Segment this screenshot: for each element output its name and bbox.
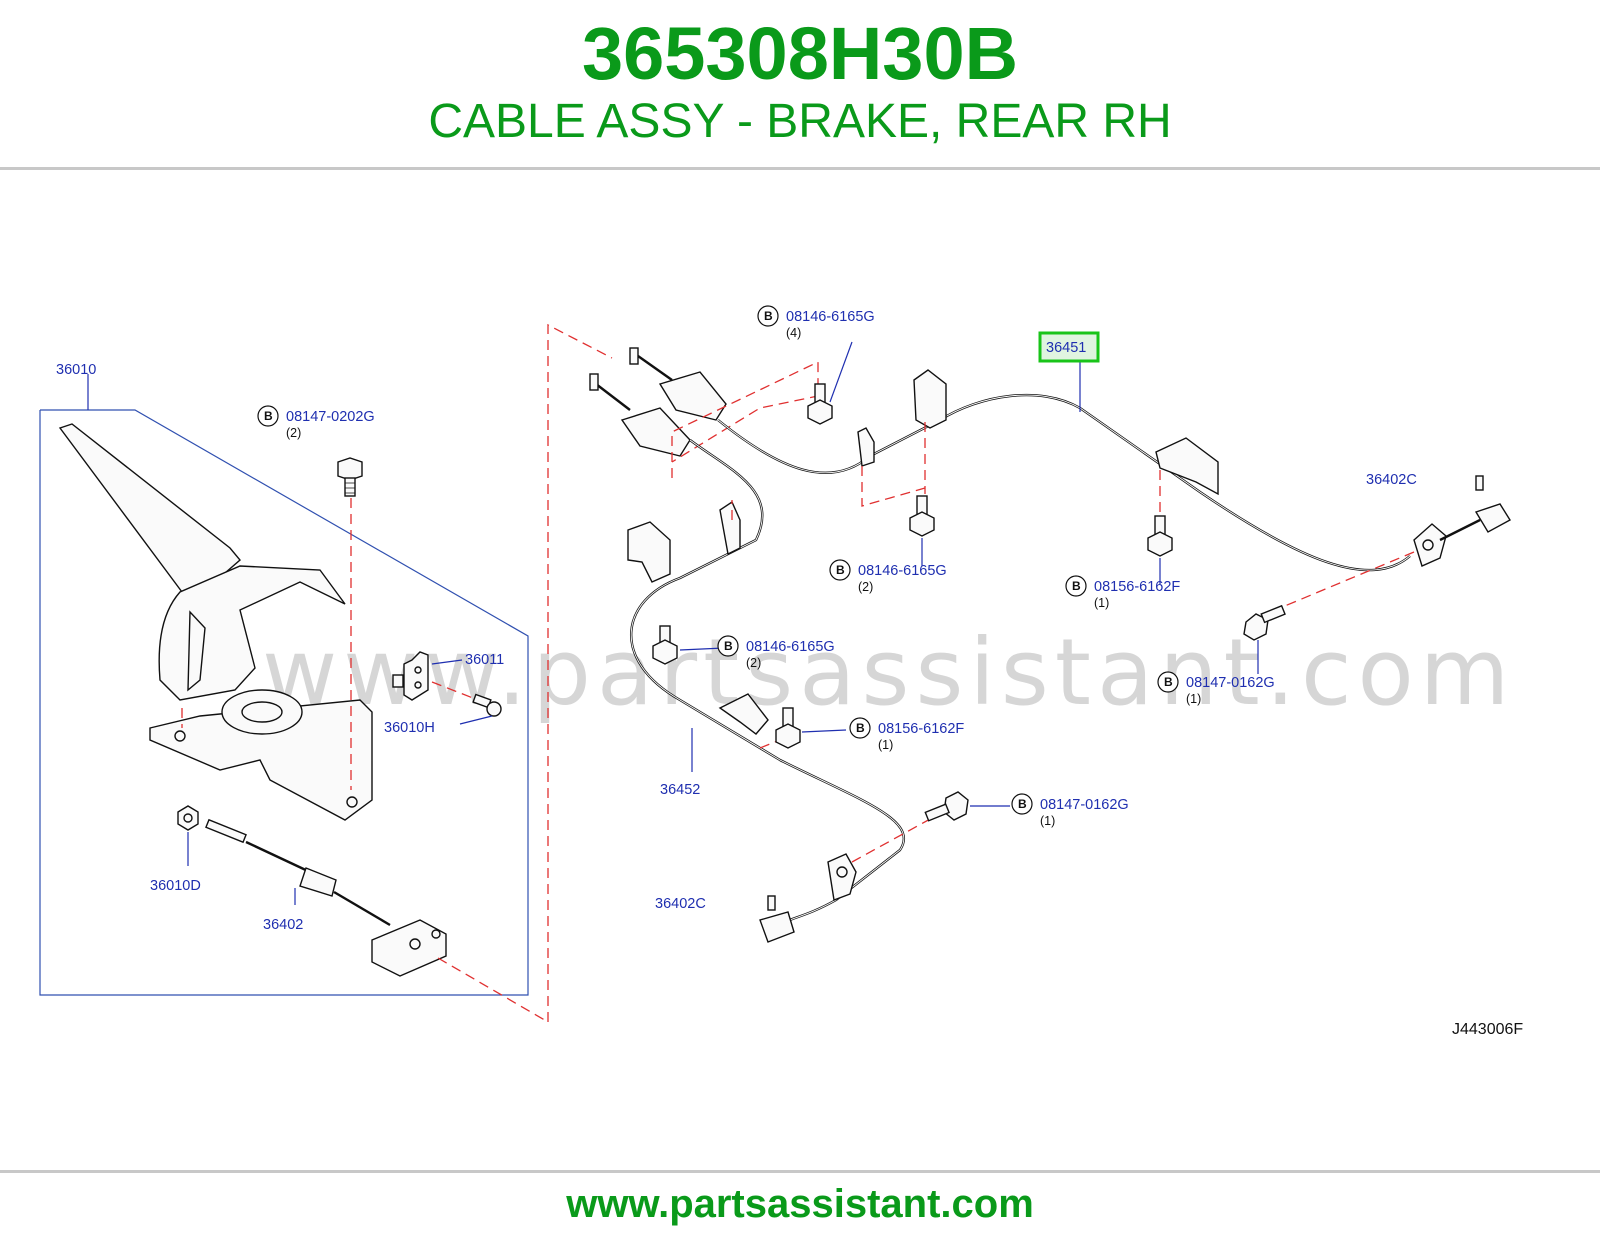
lever-assembly-boundary — [39, 409, 529, 996]
parking-brake-lever[interactable] — [58, 423, 373, 821]
bolt-marker-letter: B — [1164, 675, 1173, 689]
label-08146-6165g-a[interactable]: 08146-6165G — [786, 309, 875, 325]
leader-08156-6162f-b — [801, 729, 847, 733]
bolt-marker-letter: B — [724, 639, 733, 653]
cable-36452[interactable] — [627, 439, 906, 943]
qty-08147-0162g-a: (1) — [1186, 692, 1201, 706]
highlight-36451 — [1038, 331, 1100, 363]
qty-08147-0162g-b: (1) — [1040, 814, 1055, 828]
front-cable-36402[interactable] — [205, 818, 447, 977]
label-08146-6165g-b[interactable]: 08146-6165G — [858, 563, 947, 579]
label-36010h[interactable]: 36010H — [384, 720, 435, 736]
bolt-08146-6165g-c[interactable] — [652, 625, 678, 665]
footer-url-link[interactable]: www.partsassistant.com — [566, 1182, 1034, 1226]
leader-36011 — [431, 659, 463, 665]
qty-08146-6165g-a: (4) — [786, 326, 801, 340]
qty-08156-6162f-b: (1) — [878, 738, 893, 752]
cable-36451[interactable] — [717, 369, 1511, 572]
dash-divider — [547, 323, 613, 1022]
bracket-36011[interactable] — [392, 651, 429, 701]
header-divider — [0, 167, 1600, 170]
bolt-08146-6165g-a[interactable] — [807, 383, 833, 425]
diagram-code: J443006F — [1452, 1021, 1523, 1038]
bolt-marker-letter: B — [1072, 579, 1081, 593]
bolt-marker-letter: B — [856, 721, 865, 735]
dash-36402-end — [437, 957, 549, 1023]
label-36402[interactable]: 36402 — [263, 917, 303, 933]
watermark-text: www.partsassistant.com — [262, 619, 1515, 726]
label-36451[interactable]: 36451 — [1046, 340, 1086, 356]
bolt-marker-letter: B — [264, 409, 273, 423]
bolt-marker-icon — [757, 305, 779, 327]
bolt-marker-icon — [717, 635, 739, 657]
leader-08146-6165g-c — [679, 647, 725, 651]
bolt-marker-icon — [829, 559, 851, 581]
pin-36402c-b[interactable] — [767, 895, 776, 911]
label-36452[interactable]: 36452 — [660, 782, 700, 798]
bolt-36010h[interactable] — [472, 693, 502, 717]
cable-equalizer[interactable] — [589, 347, 727, 457]
leader-08146-6165g-a — [829, 341, 853, 403]
bolt-marker-icon — [1011, 793, 1033, 815]
dash-36451-d — [1279, 551, 1415, 609]
bolt-08147-0162g-a[interactable] — [1243, 604, 1286, 641]
bolt-marker-letter: B — [836, 563, 845, 577]
qty-08146-6165g-b: (2) — [858, 580, 873, 594]
qty-08156-6162f-a: (1) — [1094, 596, 1109, 610]
label-36402c-a[interactable]: 36402C — [1366, 472, 1417, 488]
dash-36011 — [431, 681, 479, 701]
bolt-08156-6162f-a[interactable] — [1147, 515, 1173, 557]
bolt-08156-6162f-b[interactable] — [775, 707, 801, 749]
qty-08146-6165g-c: (2) — [746, 656, 761, 670]
label-36011[interactable]: 36011 — [465, 652, 504, 668]
bolt-marker-letter: B — [764, 309, 773, 323]
label-08156-6162f-b[interactable]: 08156-6162F — [878, 721, 964, 737]
label-08147-0162g-a[interactable]: 08147-0162G — [1186, 675, 1275, 691]
part-number-title: 365308H30B — [581, 12, 1019, 95]
label-36402c-b[interactable]: 36402C — [655, 896, 706, 912]
dash-36451-b — [861, 466, 926, 507]
bolt-08147-0202g[interactable] — [337, 457, 363, 497]
part-description: CABLE ASSY - BRAKE, REAR RH — [428, 95, 1172, 148]
label-08147-0202g[interactable]: 08147-0202G — [286, 409, 375, 425]
label-08147-0162g-b[interactable]: 08147-0162G — [1040, 797, 1129, 813]
label-36010[interactable]: 36010 — [56, 362, 96, 378]
pin-36402c-a[interactable] — [1475, 475, 1484, 491]
bolt-marker-letter: B — [1018, 797, 1027, 811]
bolt-marker-icon — [1065, 575, 1087, 597]
bolt-marker-icon — [1157, 671, 1179, 693]
bolt-marker-icon — [849, 717, 871, 739]
bolt-08146-6165g-b[interactable] — [909, 495, 935, 537]
label-08156-6162f-a[interactable]: 08156-6162F — [1094, 579, 1180, 595]
bolt-08147-0162g-b[interactable] — [924, 791, 969, 822]
footer-divider — [0, 1170, 1600, 1173]
leader-36010h — [459, 715, 493, 725]
label-36010d[interactable]: 36010D — [150, 878, 201, 894]
nut-36010d[interactable] — [177, 805, 199, 831]
label-08146-6165g-c[interactable]: 08146-6165G — [746, 639, 835, 655]
bolt-marker-icon — [257, 405, 279, 427]
dash-equalizer — [671, 360, 819, 478]
qty-08147-0202g: (2) — [286, 426, 301, 440]
